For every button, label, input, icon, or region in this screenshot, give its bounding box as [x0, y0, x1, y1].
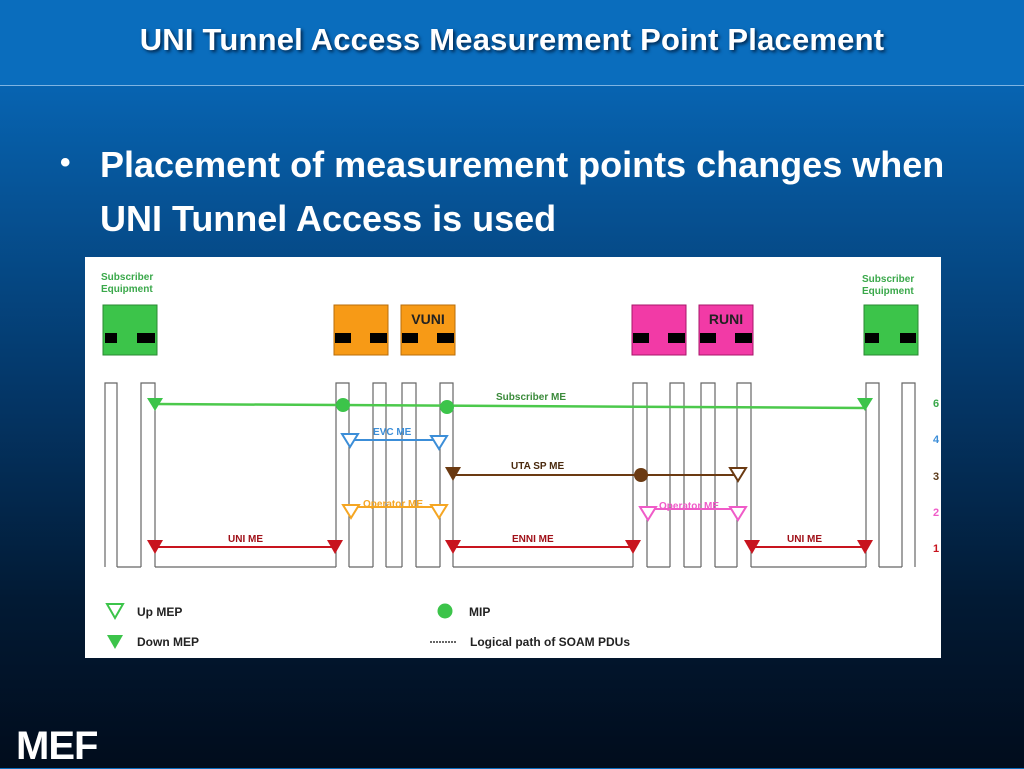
- legend: Up MEP Down MEP MIP Logical path of SOAM…: [105, 603, 630, 649]
- operator-me-left: Operator ME: [341, 499, 449, 520]
- level-1: 1: [933, 543, 939, 555]
- slide-title: UNI Tunnel Access Measurement Point Plac…: [139, 22, 885, 57]
- up-mep-marker: [429, 504, 449, 520]
- subscriber-equipment-right-label-1: Subscriber: [862, 274, 914, 285]
- diagram-svg: Subscriber Equipment Subscriber Equipmen…: [101, 272, 940, 649]
- up-mep-marker: [341, 504, 361, 520]
- subscriber-equipment-left-label-2: Equipment: [101, 284, 153, 295]
- subscriber-equipment-left-label-1: Subscriber: [101, 272, 153, 283]
- up-mep-marker: [638, 506, 658, 522]
- operator-box-left: [333, 304, 389, 356]
- mip-marker: [634, 468, 648, 482]
- down-mep-marker: [445, 467, 461, 481]
- level-2: 2: [933, 507, 939, 519]
- uta-sp-me-label: UTA SP ME: [511, 461, 564, 472]
- up-mep-marker: [728, 506, 748, 522]
- mip-legend-icon: [437, 603, 453, 619]
- up-mep-marker: [728, 467, 748, 483]
- operator-me-right: Operator ME: [638, 501, 748, 522]
- mef-logo: MEF: [16, 724, 98, 768]
- runi-label: RUNI: [709, 311, 743, 327]
- subscriber-box-left: [102, 304, 158, 356]
- legend-logical-path: Logical path of SOAM PDUs: [470, 635, 630, 649]
- title-bar: [0, 0, 1024, 86]
- level-4: 4: [933, 434, 940, 446]
- legend-mip: MIP: [469, 605, 490, 619]
- down-mep-marker: [857, 540, 873, 554]
- mip-marker: [336, 398, 350, 412]
- up-mep-marker: [429, 435, 449, 451]
- vuni-box: VUNI: [400, 304, 456, 356]
- uta-sp-me: UTA SP ME: [445, 461, 748, 483]
- uni-me-right: UNI ME: [744, 534, 873, 554]
- uni-me-right-label: UNI ME: [787, 534, 822, 545]
- down-mep-legend-icon: [107, 635, 123, 649]
- down-mep-marker: [445, 540, 461, 554]
- operator-me-left-label: Operator ME: [363, 499, 423, 510]
- subscriber-box-right: [863, 304, 919, 356]
- down-mep-marker: [744, 540, 760, 554]
- up-mep-legend-icon: [105, 603, 125, 621]
- subscriber-equipment-right-label-2: Equipment: [862, 286, 914, 297]
- up-mep-marker: [340, 433, 360, 449]
- subscriber-me-label: Subscriber ME: [496, 392, 566, 403]
- level-3: 3: [933, 471, 939, 483]
- vuni-label: VUNI: [411, 311, 444, 327]
- subscriber-me: Subscriber ME: [147, 392, 873, 414]
- uni-me-left-label: UNI ME: [228, 534, 263, 545]
- legend-up-mep: Up MEP: [137, 605, 182, 619]
- enni-me: ENNI ME: [445, 534, 641, 554]
- uta-diagram: Subscriber Equipment Subscriber Equipmen…: [85, 257, 941, 658]
- down-mep-marker: [147, 540, 163, 554]
- operator-me-right-label: Operator ME: [659, 501, 719, 512]
- bullet-text: Placement of measurement points changes …: [100, 144, 945, 239]
- down-mep-marker: [625, 540, 641, 554]
- down-mep-marker: [147, 398, 163, 411]
- evc-me: EVC ME: [340, 427, 449, 451]
- runi-box: RUNI: [698, 304, 754, 356]
- level-6: 6: [933, 398, 939, 410]
- enni-me-label: ENNI ME: [512, 534, 554, 545]
- uni-me-left: UNI ME: [147, 534, 343, 554]
- mip-marker: [440, 400, 454, 414]
- evc-me-label: EVC ME: [373, 427, 412, 438]
- down-mep-marker: [857, 398, 873, 411]
- runi-operator-box: [631, 304, 687, 356]
- bullet-dot: •: [60, 146, 71, 179]
- legend-down-mep: Down MEP: [137, 635, 199, 649]
- down-mep-marker: [327, 540, 343, 554]
